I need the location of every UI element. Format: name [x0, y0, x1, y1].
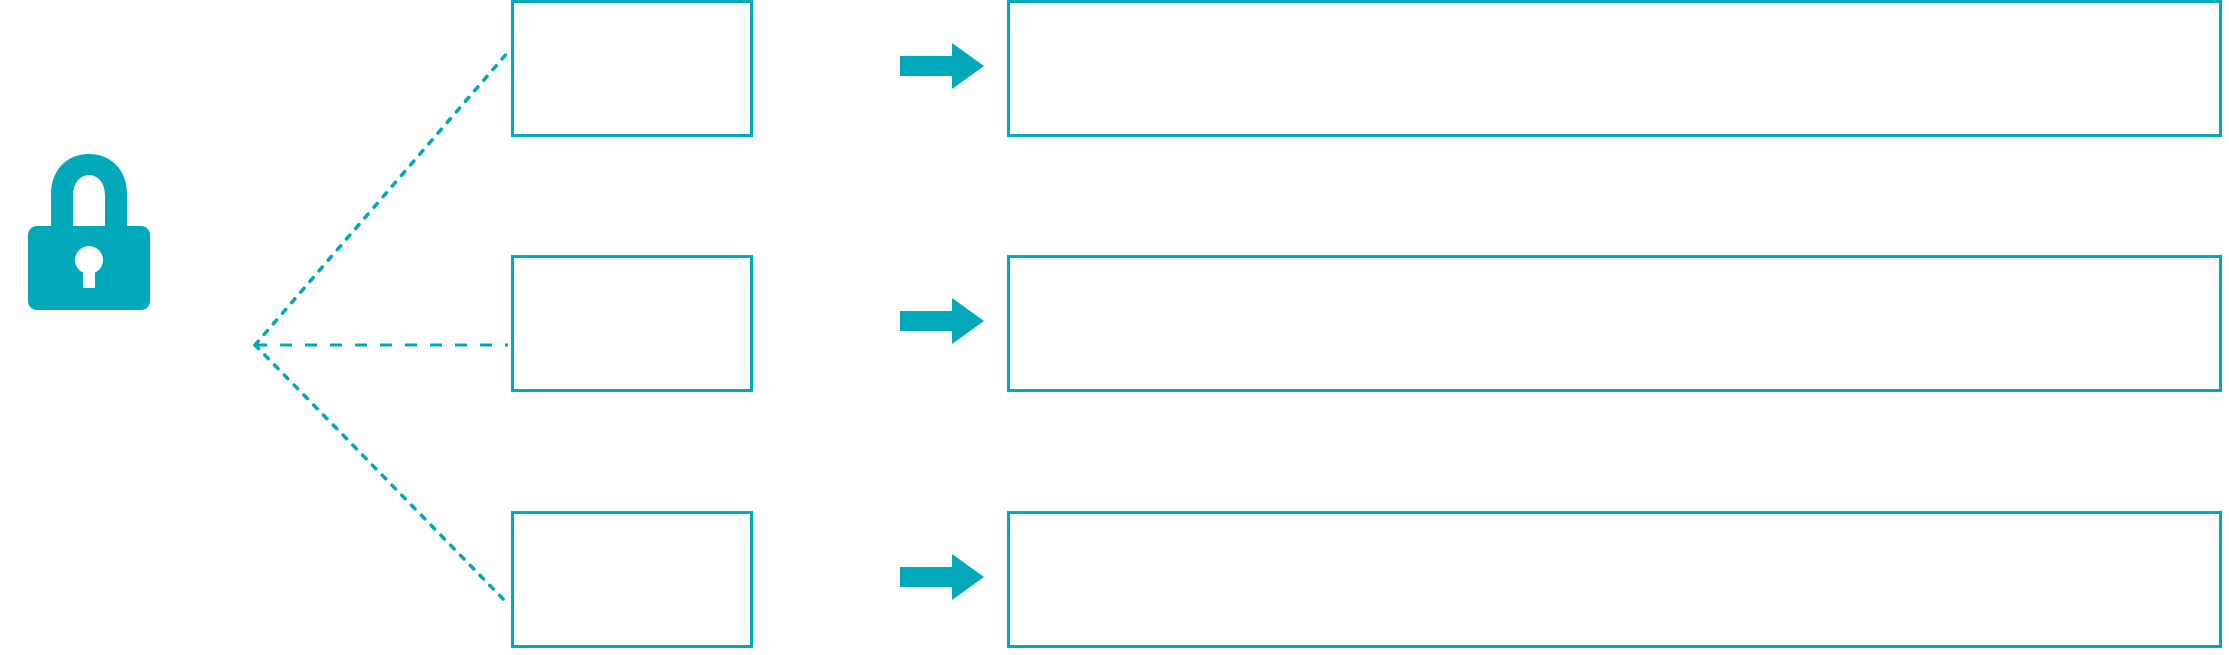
arrow-right-icon — [900, 43, 984, 89]
small-box-row-3[interactable] — [511, 511, 753, 648]
large-box-row-2[interactable] — [1007, 255, 2222, 392]
flow-row — [0, 499, 2229, 655]
small-box-label — [514, 258, 750, 389]
flow-row — [0, 243, 2229, 410]
large-box-row-1[interactable] — [1007, 0, 2222, 137]
flow-row — [0, 0, 2229, 155]
large-box-label — [1010, 258, 2219, 389]
large-box-row-3[interactable] — [1007, 511, 2222, 648]
arrow-right-icon — [900, 554, 984, 600]
small-box-label — [514, 514, 750, 645]
small-box-row-1[interactable] — [511, 0, 753, 137]
large-box-label — [1010, 3, 2219, 134]
arrow-right-icon — [900, 298, 984, 344]
lock-icon — [26, 152, 152, 312]
small-box-label — [514, 3, 750, 134]
large-box-label — [1010, 514, 2219, 645]
small-box-row-2[interactable] — [511, 255, 753, 392]
